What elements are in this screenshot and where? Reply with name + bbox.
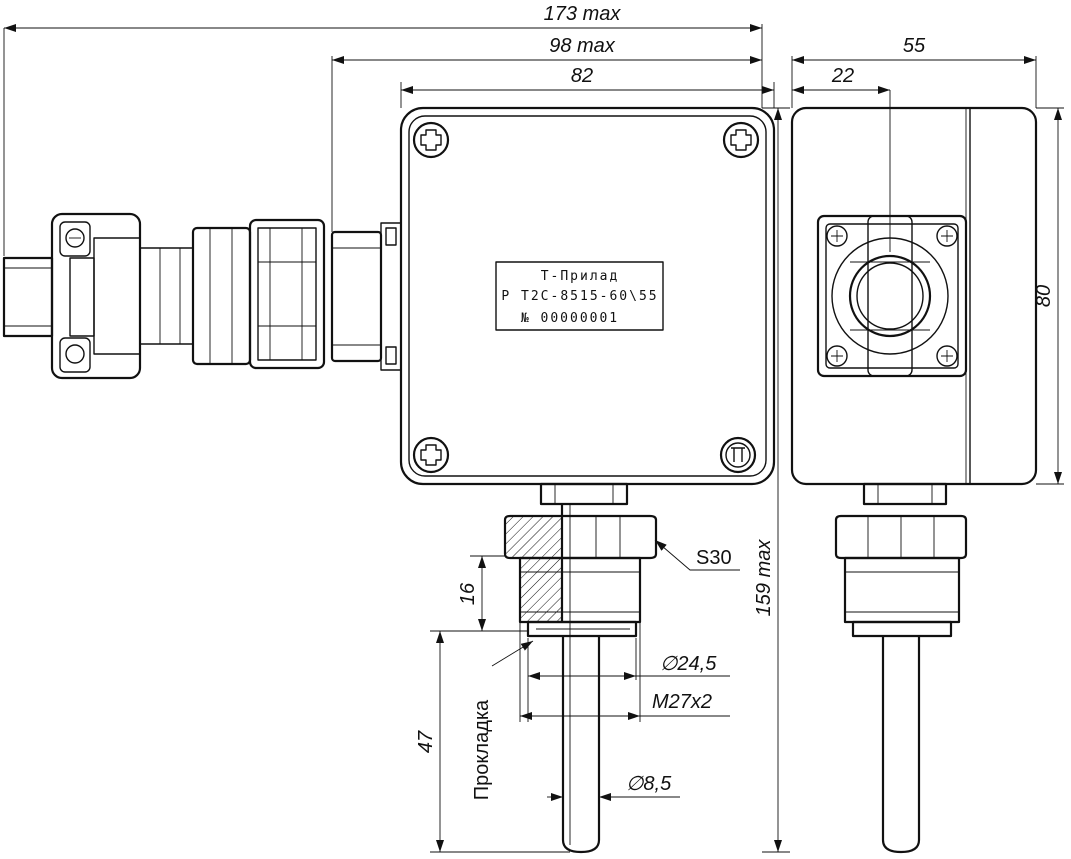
nameplate-line2: Р Т2С-8515-60\55 <box>501 289 658 304</box>
connector-assembly <box>2 212 402 380</box>
dim-80: 80 <box>1033 285 1055 307</box>
ground-logo-icon <box>719 436 757 474</box>
nameplate: Т-Прилад Р Т2С-8515-60\55 № 00000001 <box>495 261 664 331</box>
gasket-label: Прокладка <box>471 699 493 800</box>
extension-lines <box>3 24 1064 853</box>
dim-m27: M27x2 <box>652 691 712 713</box>
dim-22: 22 <box>831 65 854 87</box>
dim-159: 159 max <box>753 539 775 617</box>
dim-16: 16 <box>457 582 479 605</box>
side-housing <box>790 106 1038 486</box>
side-fitting <box>834 482 968 854</box>
dim-24-5: ∅24,5 <box>660 653 717 675</box>
dimension-texts: 173 max 98 max 82 55 22 80 159 max 16 47… <box>415 3 1055 800</box>
screw-top-left <box>412 121 450 159</box>
dim-82: 82 <box>571 65 593 87</box>
leader-gasket <box>491 640 534 667</box>
dim-8-5: ∅8,5 <box>626 773 672 795</box>
nameplate-line3: № 00000001 <box>521 311 619 326</box>
dim-s30: S30 <box>696 547 732 569</box>
leader-s30 <box>654 539 740 571</box>
dim-98: 98 max <box>549 35 616 57</box>
screw-bottom-left <box>412 436 450 474</box>
screw-top-right <box>722 121 760 159</box>
nameplate-line1: Т-Прилад <box>541 269 620 284</box>
side-connector-flange <box>816 214 968 378</box>
dim-173: 173 max <box>544 3 622 25</box>
dim-47: 47 <box>415 730 437 753</box>
front-fitting <box>503 482 658 854</box>
dimension-lines <box>4 24 1062 852</box>
dim-55: 55 <box>903 35 926 57</box>
